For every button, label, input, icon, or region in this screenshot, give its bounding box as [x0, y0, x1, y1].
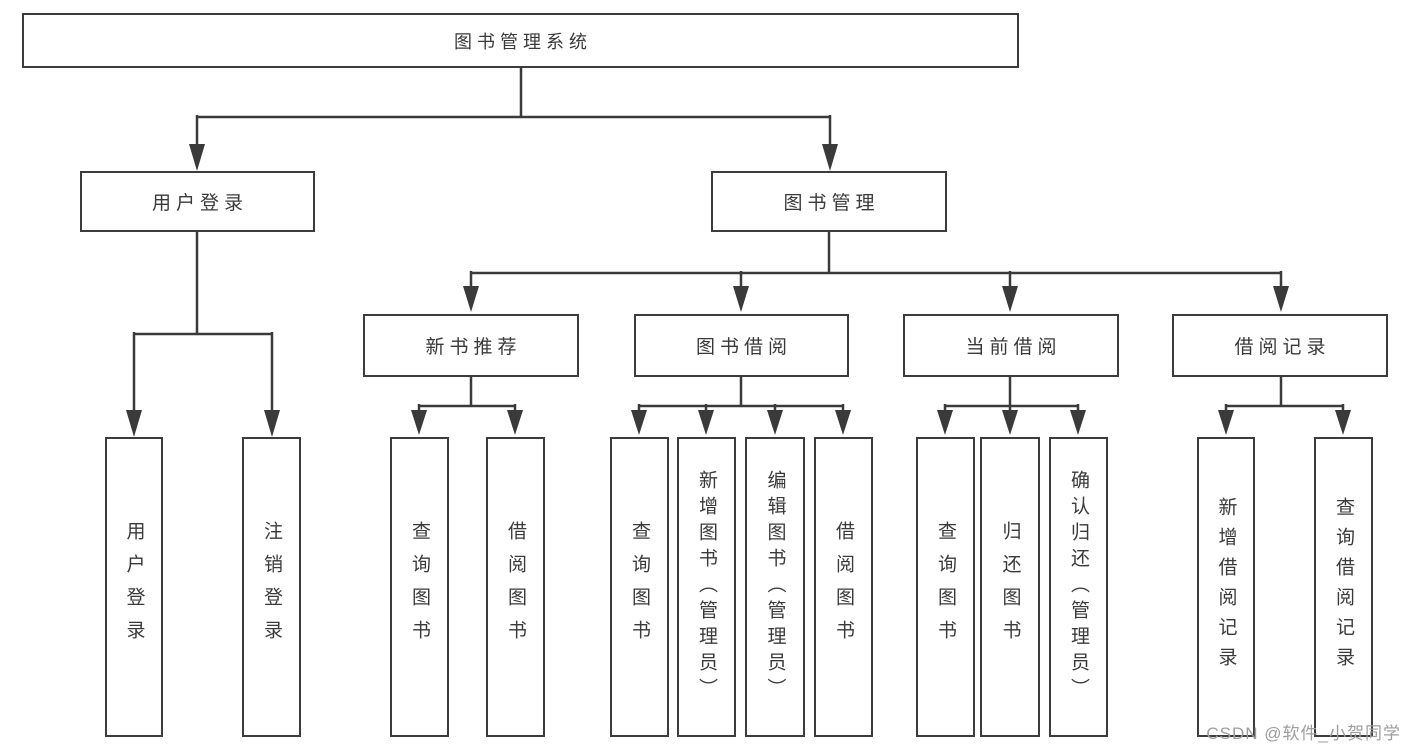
leaf-add-borrow-record: 新增借阅记录 — [1197, 437, 1255, 737]
leaf-return-books-label: 归还图书 — [999, 521, 1021, 653]
leaf-borrow-books-2-label: 借阅图书 — [833, 521, 854, 653]
node-new-book-recommend-label: 新书推荐 — [425, 337, 522, 358]
leaf-add-books-admin: 新增图书（管理员） — [677, 437, 736, 737]
node-root: 图书管理系统 — [22, 13, 1019, 68]
leaf-confirm-return-admin-label: 确认归还（管理员） — [1068, 470, 1089, 704]
leaf-edit-books-admin-label: 编辑图书（管理员） — [764, 470, 786, 704]
leaf-logout-label: 注销登录 — [261, 521, 282, 653]
node-user-login: 用户登录 — [80, 171, 315, 232]
node-new-book-recommend: 新书推荐 — [363, 314, 579, 377]
node-book-borrow-label: 图书借阅 — [695, 337, 792, 358]
node-book-mgmt-label: 图书管理 — [783, 193, 880, 214]
leaf-borrow-books-2: 借阅图书 — [814, 437, 873, 737]
leaf-logout: 注销登录 — [242, 437, 301, 737]
leaf-add-borrow-record-label: 新增借阅记录 — [1215, 497, 1237, 677]
leaf-query-borrow-record-label: 查询借阅记录 — [1333, 497, 1354, 677]
leaf-borrow-books-1-label: 借阅图书 — [505, 521, 526, 653]
node-current-borrow: 当前借阅 — [903, 314, 1119, 377]
leaf-query-books-1-label: 查询图书 — [409, 521, 430, 653]
node-borrow-records: 借阅记录 — [1172, 314, 1388, 377]
leaf-query-books-3-label: 查询图书 — [935, 521, 956, 653]
leaf-query-books-3: 查询图书 — [916, 437, 975, 737]
leaf-confirm-return-admin: 确认归还（管理员） — [1049, 437, 1108, 737]
node-root-label: 图书管理系统 — [454, 31, 592, 52]
node-current-borrow-label: 当前借阅 — [965, 337, 1062, 358]
node-book-mgmt: 图书管理 — [711, 171, 947, 232]
leaf-add-books-admin-label: 新增图书（管理员） — [696, 470, 717, 704]
leaf-user-login: 用户登录 — [105, 437, 163, 737]
leaf-query-books-1: 查询图书 — [390, 437, 449, 737]
leaf-user-login-label: 用户登录 — [123, 521, 145, 653]
node-user-login-label: 用户登录 — [151, 193, 248, 214]
leaf-edit-books-admin: 编辑图书（管理员） — [745, 437, 805, 737]
leaf-query-borrow-record: 查询借阅记录 — [1314, 437, 1373, 737]
leaf-query-books-2: 查询图书 — [610, 437, 669, 737]
node-book-borrow: 图书借阅 — [634, 314, 849, 377]
leaf-borrow-books-1: 借阅图书 — [486, 437, 545, 737]
leaf-query-books-2-label: 查询图书 — [629, 521, 650, 653]
leaf-return-books: 归还图书 — [980, 437, 1040, 737]
node-borrow-records-label: 借阅记录 — [1234, 337, 1331, 358]
csdn-watermark: CSDN @软件_小贺同学 — [1206, 724, 1401, 743]
